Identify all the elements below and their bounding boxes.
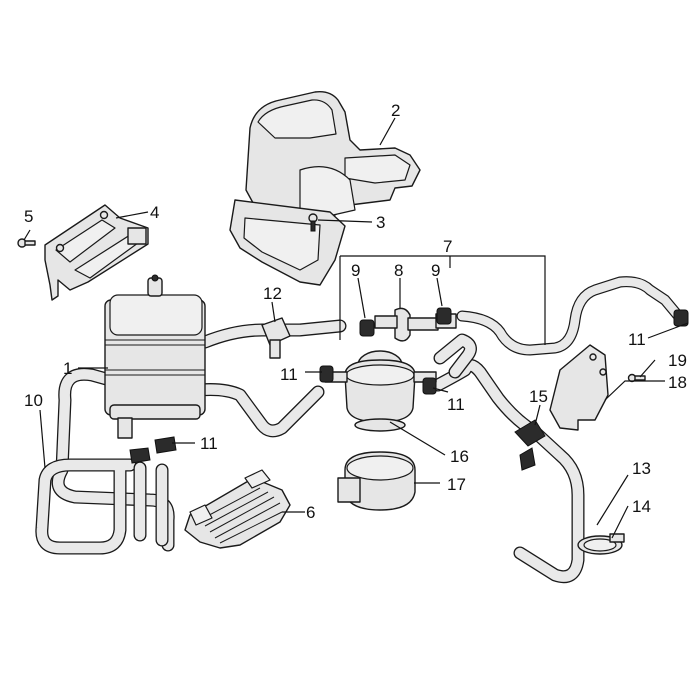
part-16-filter bbox=[324, 350, 437, 432]
part-1-canister bbox=[104, 274, 206, 439]
callout-10: 10 bbox=[24, 391, 43, 410]
callout-17: 17 bbox=[447, 475, 466, 494]
hose-right-long bbox=[431, 333, 585, 584]
callout-9b: 9 bbox=[431, 261, 440, 280]
callout-6: 6 bbox=[306, 503, 315, 522]
part-15-clamp bbox=[514, 419, 546, 471]
part-5-screw bbox=[17, 238, 36, 248]
callout-11b: 11 bbox=[280, 365, 298, 384]
callout-3: 3 bbox=[376, 213, 385, 232]
callout-7: 7 bbox=[443, 237, 452, 256]
leader-lines bbox=[23, 117, 689, 539]
callout-16: 16 bbox=[450, 447, 469, 466]
callout-9a: 9 bbox=[351, 261, 360, 280]
callout-2: 2 bbox=[391, 101, 400, 120]
callout-labels: 1 2 3 4 5 6 7 8 9 9 10 11 11 11 11 12 13… bbox=[24, 101, 687, 522]
callout-11c: 11 bbox=[447, 395, 465, 414]
hose-network bbox=[35, 276, 686, 584]
part-6-strap bbox=[184, 469, 291, 549]
callout-12: 12 bbox=[263, 284, 282, 303]
callout-8: 8 bbox=[394, 261, 403, 280]
callout-1: 1 bbox=[63, 359, 72, 378]
hose-left-loop bbox=[35, 367, 175, 555]
part-11-clamps-filter bbox=[319, 365, 437, 395]
hose-canister-lower bbox=[193, 383, 325, 438]
part-14-clamp bbox=[577, 533, 625, 555]
part-17-clamp-ring bbox=[337, 451, 416, 511]
part-18-bracket bbox=[549, 344, 609, 431]
callout-15: 15 bbox=[529, 387, 548, 406]
part-11-clamps-lower bbox=[129, 436, 177, 464]
part-9-clamps bbox=[359, 307, 452, 337]
callout-18: 18 bbox=[668, 373, 687, 392]
hose-canister-to-12 bbox=[198, 319, 347, 349]
callout-13: 13 bbox=[632, 459, 651, 478]
hose-valve-to-right bbox=[456, 276, 686, 356]
part-4-bracket bbox=[44, 204, 149, 301]
callout-11a: 11 bbox=[200, 434, 218, 453]
callout-11d: 11 bbox=[628, 330, 646, 349]
callout-4: 4 bbox=[150, 203, 159, 222]
callout-14: 14 bbox=[632, 497, 651, 516]
part-2-cover bbox=[229, 90, 421, 286]
callout-5: 5 bbox=[24, 207, 33, 226]
part-3-screw bbox=[308, 213, 318, 232]
callout-19: 19 bbox=[668, 351, 687, 370]
